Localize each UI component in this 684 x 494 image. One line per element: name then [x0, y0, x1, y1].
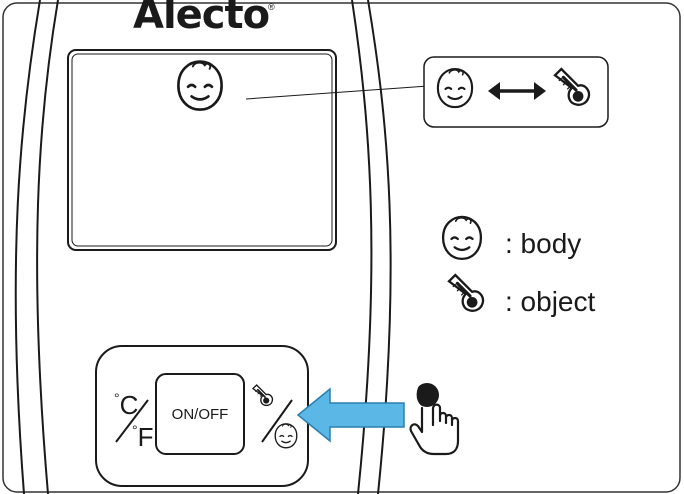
mode-button-baby-face-icon[interactable] — [274, 423, 298, 449]
degree-symbol: ° — [114, 390, 120, 406]
degree-symbol: ° — [132, 422, 138, 438]
legend-object-label: : object — [505, 286, 596, 317]
on-off-button[interactable] — [155, 373, 245, 455]
mode-divider — [261, 399, 293, 443]
device-outline-left-inner — [36, 0, 59, 494]
press-arrow-icon — [296, 387, 405, 443]
baby-face-icon — [436, 68, 474, 109]
registered-mark: ® — [268, 2, 275, 12]
left-right-arrow-icon — [488, 82, 546, 100]
baby-face-icon — [177, 60, 223, 111]
device-outline-left — [14, 0, 41, 494]
display-inner — [71, 53, 333, 247]
on-off-label: ON/OFF — [171, 406, 229, 423]
celsius-label: C — [119, 390, 139, 420]
legend-body-icon — [441, 215, 483, 261]
fahrenheit-label: F — [137, 422, 154, 452]
pointing-hand-icon — [409, 381, 460, 456]
legend-object-icon — [447, 273, 485, 313]
unit-divider — [115, 399, 149, 443]
brand-logo: Alecto — [133, 0, 270, 38]
legend-body-label: : body — [505, 228, 582, 259]
display-outer — [67, 49, 337, 251]
callout-leader-line — [245, 85, 429, 100]
celsius-unit[interactable]: °C — [114, 390, 138, 421]
fahrenheit-unit[interactable]: °F — [132, 422, 154, 453]
